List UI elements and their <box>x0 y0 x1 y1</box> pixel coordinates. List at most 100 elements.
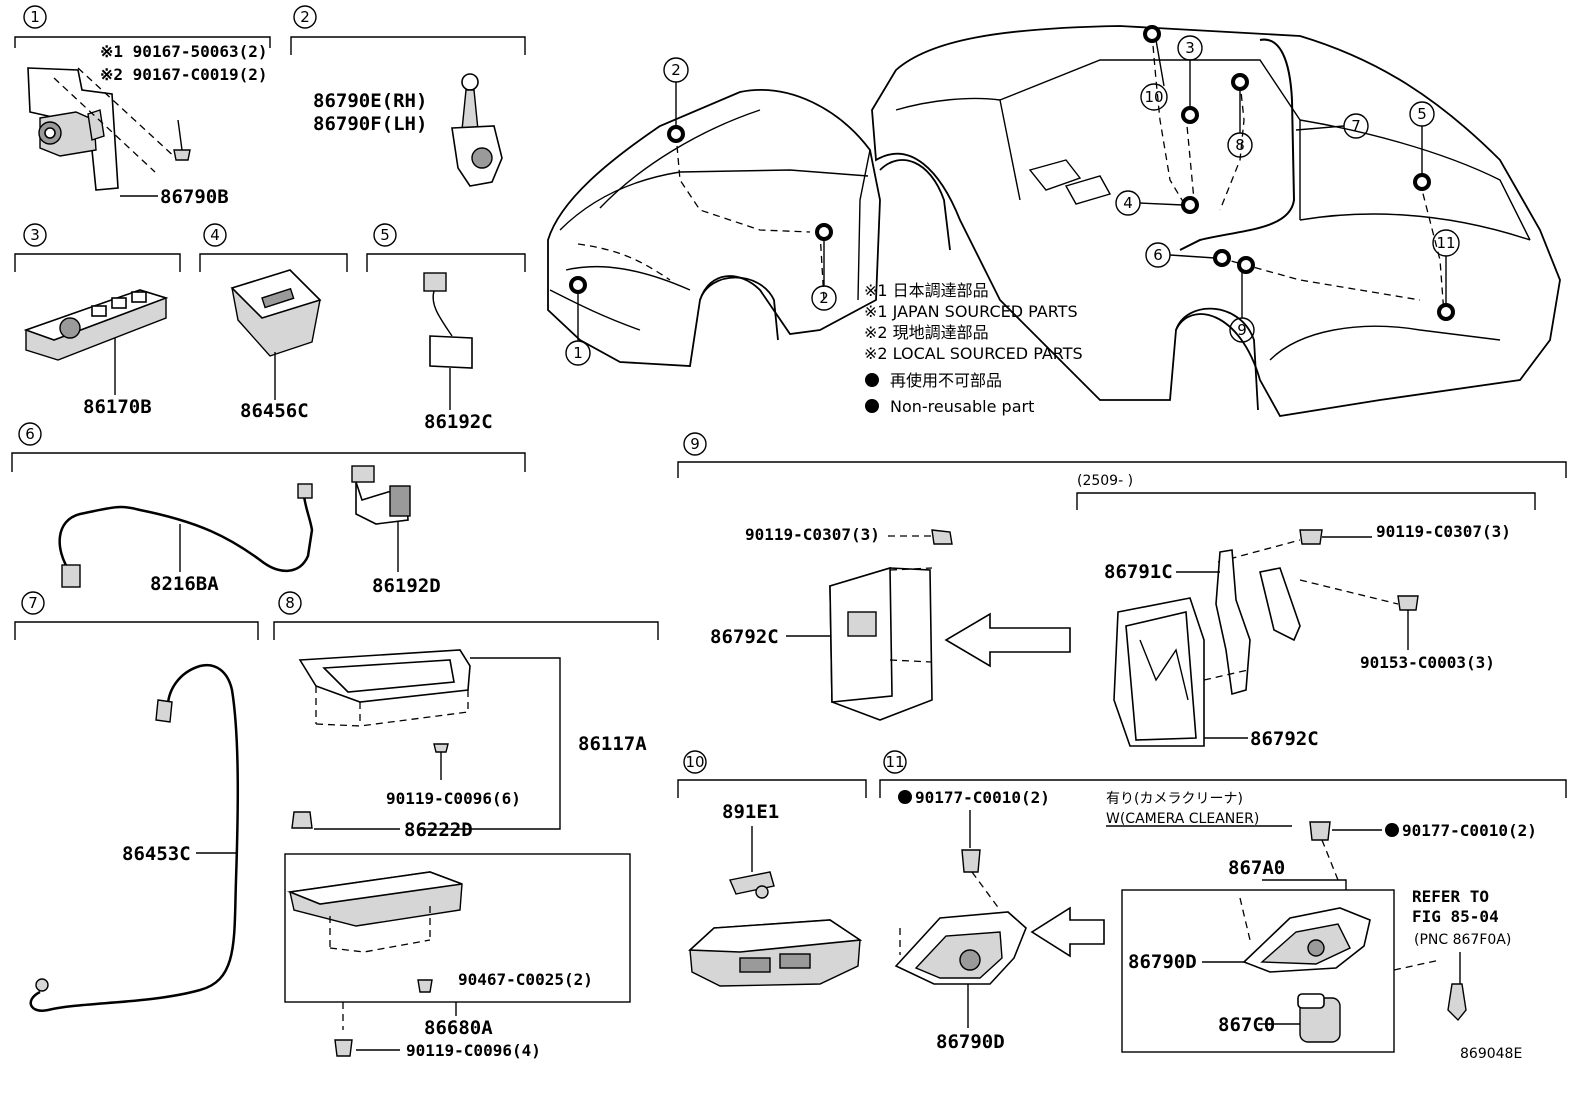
rear-callout-7: 7 <box>1351 117 1361 135</box>
section-6-number: 6 <box>25 425 35 443</box>
part-86117A: 86117A <box>578 733 647 755</box>
part-86790F-LH: 86790F(LH) <box>313 113 427 135</box>
part-90119-C0096-6: 90119-C0096(6) <box>386 789 521 808</box>
front-callout-1: 1 <box>573 344 583 362</box>
part-867A0: 867A0 <box>1228 857 1285 879</box>
section-1-bracket <box>14 36 271 48</box>
section-11-number: 11 <box>885 753 904 771</box>
section-3: 3 86170B <box>14 223 181 418</box>
non-reusable-legend-dot-icon-2 <box>865 399 879 413</box>
section-10: 10 891E1 <box>677 750 867 987</box>
location-dot-6 <box>1213 249 1231 267</box>
part-86453C: 86453C <box>122 843 191 865</box>
section-9-number: 9 <box>690 435 700 453</box>
rear-vehicle-view: 3 10 8 7 5 4 6 9 11 <box>871 25 1561 417</box>
rear-callout-10: 10 <box>1144 88 1163 106</box>
location-dot-10 <box>1143 25 1161 43</box>
part-90119-C0307-left: 90119-C0307(3) <box>745 525 880 544</box>
section-3-number: 3 <box>30 226 40 244</box>
screw-illustration <box>173 119 191 161</box>
part-86170B: 86170B <box>83 396 152 418</box>
section-1-marker <box>23 5 47 29</box>
location-dot-11 <box>1437 303 1455 321</box>
part-90467-C0025: 90467-C0025(2) <box>458 970 593 989</box>
rear-callout-8: 8 <box>1235 136 1245 154</box>
section-4: 4 86456C <box>199 223 348 422</box>
switch-panel-illustration <box>23 289 169 361</box>
non-reusable-dot-icon <box>898 790 912 804</box>
location-dot-9 <box>1237 256 1255 274</box>
location-dot-4 <box>1181 196 1199 214</box>
bracket-illustration <box>729 871 775 899</box>
pnc-reference: (PNC 867F0A) <box>1414 932 1511 948</box>
rear-callout-5: 5 <box>1417 105 1427 123</box>
camera-cleaner-en: W(CAMERA CLEANER) <box>1106 811 1259 827</box>
part-891E1: 891E1 <box>722 801 779 823</box>
part-86790D-left: 86790D <box>936 1031 1005 1053</box>
section-4-number: 4 <box>210 226 220 244</box>
part-867C0: 867C0 <box>1218 1014 1275 1036</box>
part-86792C-right: 86792C <box>1250 728 1319 750</box>
non-reusable-legend-dot-icon <box>865 373 879 387</box>
camera-illustration <box>1297 993 1341 1043</box>
overhead-console-illustration <box>688 919 863 987</box>
part-86456C: 86456C <box>240 400 309 422</box>
part-90167-50063: ※1 90167-50063(2) <box>100 42 268 61</box>
section-1-number: 1 <box>30 8 40 26</box>
camera-housing-illustration-left <box>894 911 1027 985</box>
location-dot-8 <box>1231 73 1249 91</box>
section-9: 9 (2509- ) 90119-C0307(3) 86792C 90119-C… <box>677 432 1567 750</box>
part-90177-C0010-right: 90177-C0010(2) <box>1402 821 1537 840</box>
ecu-illustration-left <box>829 566 933 721</box>
rear-callout-3: 3 <box>1185 39 1195 57</box>
display-frame-illustration <box>298 649 471 727</box>
legend-nonreusable-jp: 再使用不可部品 <box>890 371 1002 390</box>
refer-to-label: REFER TO <box>1412 887 1489 906</box>
arrow-left-icon <box>944 612 1071 668</box>
sensor-harness-illustration <box>423 272 473 369</box>
assembly-box <box>284 853 631 1003</box>
section-7-number: 7 <box>28 594 38 612</box>
location-dot-3 <box>1181 106 1199 124</box>
part-86680A: 86680A <box>424 1017 493 1039</box>
section-1: 1 ※1 90167-50063(2) ※2 90167-C0019(2) 86… <box>14 5 271 208</box>
date-range-2509: (2509- ) <box>1077 473 1133 489</box>
part-8216BA: 8216BA <box>150 573 219 595</box>
legend-japan-jp: ※1 日本調達部品 <box>864 281 989 300</box>
location-dot-1 <box>569 276 587 294</box>
camera-bracket-illustration <box>27 67 179 191</box>
wire-harness-illustration <box>58 465 411 588</box>
part-90119-C0096-4: 90119-C0096(4) <box>406 1041 541 1060</box>
fig-reference: FIG 85-04 <box>1412 907 1499 926</box>
section-11: 11 90177-C0010(2) 86790D 有り(カメラクリーナ) W(C… <box>879 750 1567 1053</box>
location-dot-2b <box>815 223 833 241</box>
clip-illustration <box>291 811 313 829</box>
antenna-cable-illustration <box>29 663 240 1012</box>
front-callout-2a: 2 <box>671 61 681 79</box>
part-90119-C0307-right: 90119-C0307(3) <box>1376 522 1511 541</box>
legend-local-jp: ※2 現地調達部品 <box>864 323 989 342</box>
section-7: 7 86453C <box>14 591 259 1012</box>
cleaner-assembly-box <box>1121 889 1395 1053</box>
location-dot-5 <box>1413 173 1431 191</box>
part-86192D: 86192D <box>372 575 441 597</box>
non-reusable-dot-icon-2 <box>1385 823 1399 837</box>
part-86192C: 86192C <box>424 411 493 433</box>
section-6: 6 8216BA 86192D <box>11 422 526 597</box>
rear-callout-11: 11 <box>1436 234 1455 252</box>
display-unit-illustration <box>286 871 463 953</box>
section-2: 2 86790E(RH) 86790F(LH) <box>290 5 526 187</box>
nozzle-illustration <box>1447 983 1467 1022</box>
figure-id: 869048E <box>1460 1046 1522 1062</box>
part-86222D: 86222D <box>404 819 473 841</box>
section-8: 8 86117A 90119-C0096(6) 86222D <box>273 591 659 1060</box>
section-5: 5 86192C <box>366 223 526 433</box>
part-86792C-left: 86792C <box>710 626 779 648</box>
legend-nonreusable-en: Non-reusable part <box>890 397 1034 416</box>
part-86791C: 86791C <box>1104 561 1173 583</box>
section-10-number: 10 <box>685 753 704 771</box>
camera-cleaner-jp: 有り(カメラクリーナ) <box>1106 791 1243 807</box>
arrow-left-icon-2 <box>1030 906 1105 958</box>
location-dot-2a <box>667 125 685 143</box>
